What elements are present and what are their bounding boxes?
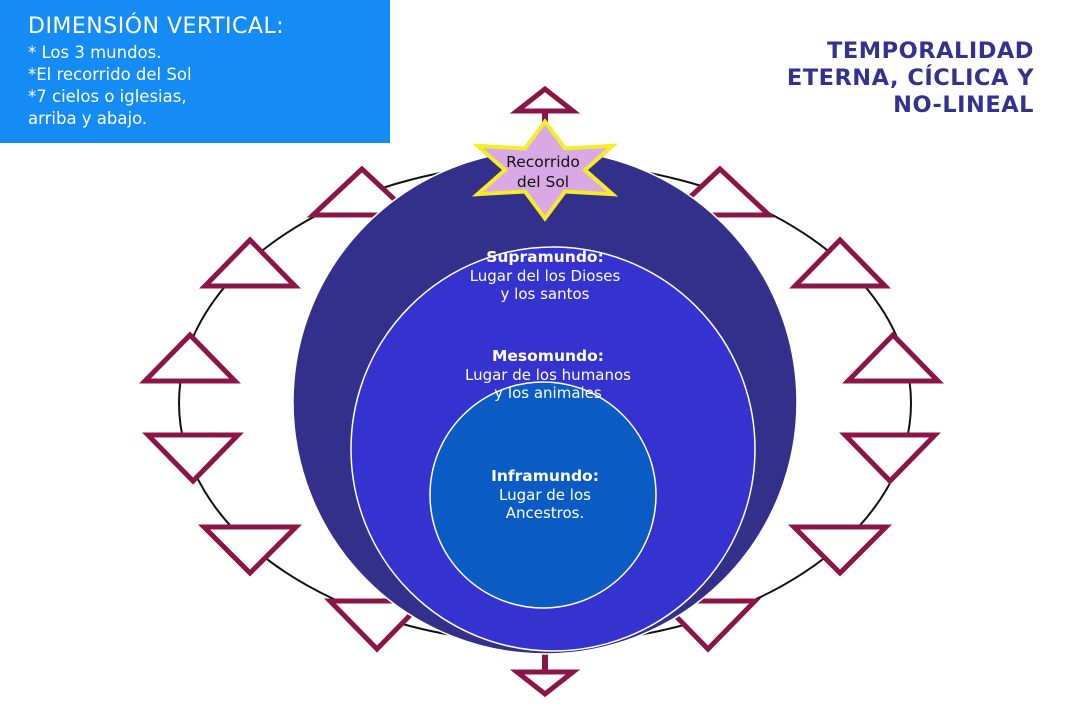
down-triangle-icon [655, 598, 761, 653]
supramundo-desc: y los santos [500, 285, 590, 303]
down-triangle-icon [197, 524, 303, 577]
up-triangle-icon [199, 236, 301, 289]
down-triangle-icon [324, 598, 430, 653]
sky-triangles [139, 85, 944, 698]
supramundo-label: Supramundo: Lugar del los Dioses y los s… [395, 247, 695, 303]
sun-label-line: del Sol [516, 173, 570, 191]
up-triangle-icon [509, 85, 581, 114]
down-triangle-icon [839, 432, 941, 485]
info-line: * Los 3 mundos. [28, 43, 162, 62]
mesomundo-label: Mesomundo: Lugar de los humanos y los an… [398, 346, 698, 402]
inframundo-desc: Lugar de los [499, 486, 591, 504]
inframundo-title: Inframundo: [491, 467, 599, 485]
inframundo-desc: Ancestros. [505, 504, 585, 522]
mesomundo-title: Mesomundo: [492, 347, 604, 365]
supramundo-desc: Lugar del los Dioses [469, 267, 621, 285]
sun-label-line: Recorrido [506, 153, 580, 171]
info-line: *7 cielos o iglesias, [28, 87, 187, 106]
star-icon [471, 118, 619, 222]
up-triangle-icon [139, 331, 241, 384]
up-triangle-icon [842, 331, 944, 384]
title-line: ETERNA, CÍCLICA Y [786, 65, 1034, 91]
inframundo-label: Inframundo: Lugar de los Ancestros. [425, 466, 665, 522]
supramundo-title: Supramundo: [486, 248, 604, 266]
vertical-dimension-box: DIMENSIÓN VERTICAL: * Los 3 mundos. *El … [0, 0, 390, 143]
down-triangle-icon [142, 432, 244, 485]
info-line: arriba y abajo. [28, 109, 148, 128]
inframundo-circle [429, 381, 657, 609]
sun-path-label: Recorrido del Sol [478, 152, 608, 192]
title-line: NO-LINEAL [893, 92, 1034, 118]
title-line: TEMPORALIDAD [827, 38, 1034, 64]
up-triangle-icon [789, 236, 891, 289]
mesomundo-desc: y los animales [494, 384, 602, 402]
mesomundo-desc: Lugar de los humanos [464, 366, 631, 384]
info-line: *El recorrido del Sol [28, 65, 192, 84]
info-box-title: DIMENSIÓN VERTICAL: [28, 14, 285, 39]
page-title: TEMPORALIDAD ETERNA, CÍCLICA Y NO-LINEAL [787, 38, 1034, 119]
down-triangle-icon [787, 524, 893, 577]
down-triangle-icon [509, 669, 581, 698]
up-triangle-icon [306, 165, 418, 218]
